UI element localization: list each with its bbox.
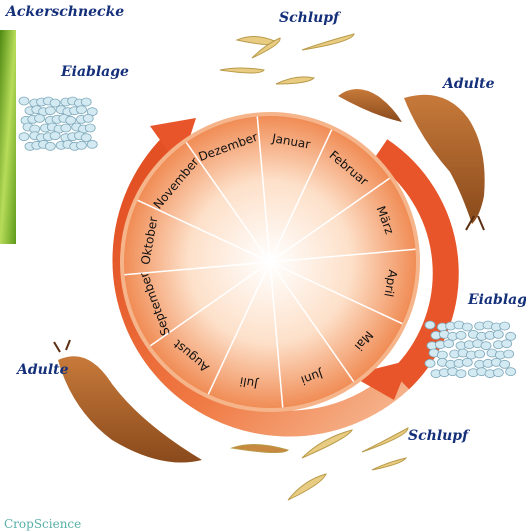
label-eiablage-left: Eiablage	[60, 64, 129, 80]
brand-text: CropScience	[4, 517, 81, 531]
egg	[50, 132, 60, 140]
leaf-photo	[0, 30, 16, 244]
egg	[475, 350, 485, 358]
egg	[19, 133, 29, 141]
egg	[444, 340, 454, 348]
label-adulte-right: Adulte	[441, 76, 495, 92]
egg	[425, 359, 435, 367]
label-adulte-left: Adulte	[15, 362, 69, 378]
egg	[502, 340, 512, 348]
egg	[462, 358, 472, 366]
egg	[462, 323, 472, 331]
egg	[500, 360, 510, 368]
egg	[506, 332, 516, 340]
egg	[76, 106, 86, 114]
title: Ackerschnecke	[4, 4, 124, 20]
hatchlings-bottom	[232, 428, 408, 500]
egg	[81, 98, 91, 106]
egg	[45, 142, 55, 150]
egg	[85, 124, 95, 132]
egg	[83, 114, 93, 122]
egg	[493, 369, 503, 377]
egg	[456, 331, 466, 339]
egg	[506, 368, 516, 376]
egg	[437, 351, 447, 359]
egg-cluster-left	[19, 97, 97, 150]
egg	[500, 322, 510, 330]
egg	[504, 350, 514, 358]
egg	[87, 140, 97, 148]
egg	[45, 107, 55, 115]
egg	[425, 321, 435, 329]
label-schlupf-top: Schlupf	[279, 10, 342, 26]
adult-slug-top	[338, 89, 402, 122]
egg	[456, 370, 466, 378]
label-schlupf-bottom: Schlupf	[408, 428, 471, 444]
label-eiablage-right: Eiablage	[467, 292, 526, 308]
hatchlings-top	[220, 34, 354, 84]
egg	[35, 114, 45, 122]
egg	[493, 330, 503, 338]
egg	[61, 124, 71, 132]
egg	[19, 97, 29, 105]
egg	[481, 342, 491, 350]
egg	[76, 141, 86, 149]
